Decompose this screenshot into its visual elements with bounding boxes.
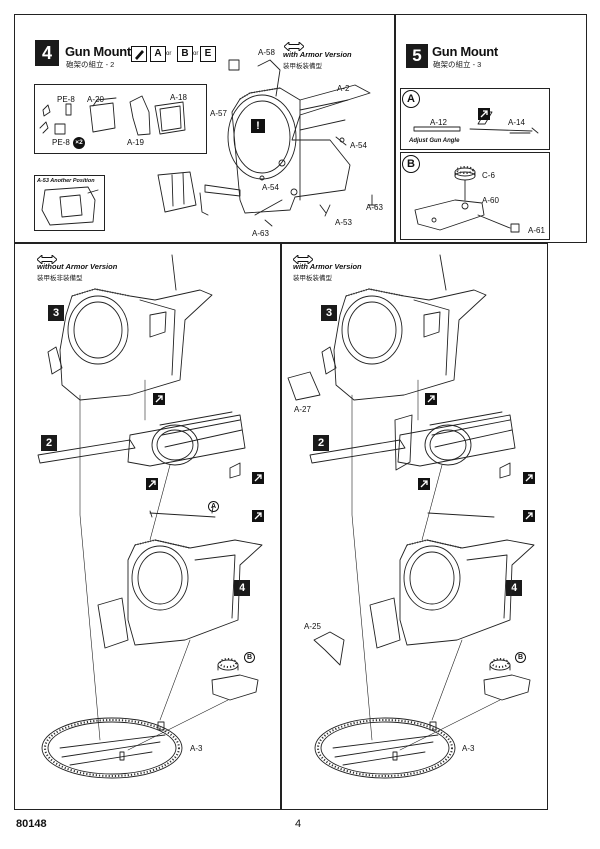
paint-brush-icon xyxy=(131,46,147,62)
label-c6: C-6 xyxy=(482,171,495,180)
label-pe8-bottom: PE-8 xyxy=(52,138,70,147)
sub-b-circle: B xyxy=(402,155,420,173)
label-a54-left: A-54 xyxy=(262,183,279,192)
label-a61: A-61 xyxy=(528,226,545,235)
step5-title-jp: 砲架の組立 - 3 xyxy=(433,60,482,69)
step5-sub-a-drawing xyxy=(413,111,539,134)
flip-arrow-icons xyxy=(146,108,535,522)
label-a18: A-18 xyxy=(170,93,187,102)
or-label-1: or xyxy=(166,51,172,57)
right-label-a27: A-27 xyxy=(294,405,311,414)
label-a54-right: A-54 xyxy=(350,141,367,150)
left-sub-4: 4 xyxy=(234,580,250,596)
or-label-2: or xyxy=(193,51,199,57)
label-a20: A-20 xyxy=(87,95,104,104)
right-assembly-drawing xyxy=(287,254,535,779)
left-callout-b: B xyxy=(244,652,255,663)
left-version-label: without Armor Version xyxy=(37,262,118,271)
label-a14: A-14 xyxy=(508,118,525,127)
warning-icon: ! xyxy=(251,119,265,133)
step5-sub-a-box xyxy=(400,88,550,150)
left-assembly-panel xyxy=(14,243,281,810)
right-label-a25: A-25 xyxy=(304,622,321,631)
step5-sub-b-box xyxy=(400,152,550,240)
label-a60: A-60 xyxy=(482,196,499,205)
color-a-badge: A xyxy=(150,46,166,62)
step5-panel xyxy=(395,14,587,243)
label-pe8-top: PE-8 xyxy=(57,95,75,104)
label-a53: A-53 xyxy=(335,218,352,227)
step4-version-label: with Armor Version xyxy=(283,50,352,59)
left-sub-3: 3 xyxy=(48,305,64,321)
another-position-inset xyxy=(34,175,105,231)
color-e-badge: E xyxy=(200,46,216,62)
label-a57: A-57 xyxy=(210,109,227,118)
step5-sub-b-drawing xyxy=(414,167,520,233)
step4-title-jp: 砲架の組立 - 2 xyxy=(66,60,115,69)
left-label-a3: A-3 xyxy=(190,744,203,753)
step4-version-jp: 装甲板装備型 xyxy=(283,63,322,70)
step4-inset-drawing xyxy=(39,95,186,226)
right-sub-2: 2 xyxy=(313,435,329,451)
left-assembly-drawing xyxy=(37,254,263,779)
right-assembly-panel xyxy=(281,243,548,810)
right-sub-3: 3 xyxy=(321,305,337,321)
label-a63-right: A-63 xyxy=(366,203,383,212)
right-callout-b: B xyxy=(515,652,526,663)
label-a58: A-58 xyxy=(258,48,275,57)
color-b-badge: B xyxy=(177,46,193,62)
step4-title: Gun Mount xyxy=(65,44,131,59)
sub-a-circle: A xyxy=(402,90,420,108)
footer-product-code: 80148 xyxy=(16,818,47,830)
right-version-jp: 装甲板装備型 xyxy=(293,275,332,282)
another-position-label: A-53 Another Position xyxy=(37,178,95,184)
label-a12: A-12 xyxy=(430,118,447,127)
left-version-jp: 装甲板非装備型 xyxy=(37,275,83,282)
adjust-gun-angle-note: Adjust Gun Angle xyxy=(409,138,460,144)
right-version-label: with Armor Version xyxy=(293,262,362,271)
left-callout-a: A xyxy=(208,501,219,512)
left-sub-2: 2 xyxy=(41,435,57,451)
label-a63-bottom: A-63 xyxy=(252,229,269,238)
x2-badge: ×2 xyxy=(73,137,85,149)
right-sub-4: 4 xyxy=(506,580,522,596)
label-a19: A-19 xyxy=(127,138,144,147)
step4-number-badge: 4 xyxy=(35,40,59,66)
step5-title: Gun Mount xyxy=(432,44,498,59)
step4-gun-mount-drawing xyxy=(157,59,377,227)
footer-page-number: 4 xyxy=(295,818,302,830)
right-label-a3: A-3 xyxy=(462,744,475,753)
step4-parts-inset xyxy=(34,84,207,154)
step5-number-badge: 5 xyxy=(406,44,428,68)
step4-panel xyxy=(14,14,395,243)
